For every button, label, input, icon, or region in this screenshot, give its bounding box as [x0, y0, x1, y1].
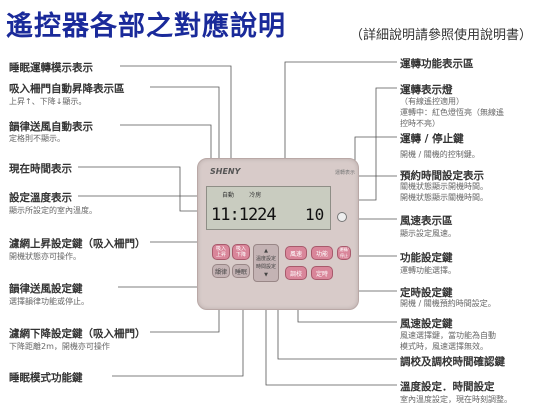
label-function-button: 功能設定鍵	[400, 252, 453, 264]
brand-logo: SHENY	[210, 167, 241, 176]
desc-fan-display: 顯示設定風速。	[400, 229, 456, 238]
desc-temp-time-setting: 室內溫度設定，現在時刻調整。	[400, 395, 512, 404]
label-filter-down-button: 濾網下降設定鍵（吸入柵門）	[9, 328, 146, 340]
label-louver-indicator: 吸入柵門自動昇降表示區	[9, 83, 125, 95]
label-swing-indicator: 韻律送風自動表示	[9, 121, 93, 133]
label-clock-display: 現在時間表示	[9, 163, 72, 175]
label-sleep-button: 睡眠模式功能鍵	[9, 372, 83, 384]
page-subtitle: （詳細說明請參照使用說明書）	[350, 28, 533, 43]
desc-filter-up-button: 開機狀態亦可操作。	[9, 252, 81, 261]
desc-power-button: 開機 / 關機的控制鍵。	[400, 150, 480, 159]
label-adjust-button: 調校及調校時間確認鍵	[400, 356, 505, 368]
label-power-button: 運轉 / 停止鍵	[400, 133, 464, 145]
label-swing-button: 韻律送風設定鍵	[9, 283, 83, 295]
label-temp-display: 設定溫度表示	[9, 192, 72, 204]
desc-timer-button: 開機 / 關機預約時間設定。	[400, 299, 496, 308]
lcd-temperature: 10	[305, 205, 325, 224]
lcd-screen	[206, 186, 331, 230]
label-temp-time-setting: 溫度設定．時間設定	[400, 381, 495, 393]
label-mode-display: 運轉功能表示區	[400, 58, 474, 70]
desc-function-button: 運轉功能選擇。	[400, 266, 456, 275]
page-title: 遙控器各部之對應說明	[6, 11, 286, 42]
desc-louver-indicator: 上昇↑、下降↓顯示。	[9, 97, 87, 106]
label-run-lamp: 運轉表示燈	[400, 84, 453, 96]
run-lamp-label: 運轉表示	[335, 170, 356, 176]
label-fan-button: 風速設定鍵	[400, 318, 453, 330]
label-fan-display: 風速表示區	[400, 215, 453, 227]
run-lamp-icon	[337, 212, 347, 222]
label-timer-button: 定時設定鍵	[400, 287, 453, 299]
filter-down-button[interactable]: 吸入 下降	[232, 244, 250, 260]
desc-temp-display: 顯示所設定的室內溫度。	[9, 206, 97, 215]
timer-button[interactable]: 定時	[311, 266, 333, 280]
remote-controller	[197, 158, 359, 310]
desc-fan-button: 風速選擇鍵，當功能為自動 模式時，風速選擇無效。	[400, 331, 496, 351]
label-sleep-mode-indicator: 睡眠運轉模示表示	[9, 62, 93, 74]
lcd-time: 11:1224	[211, 205, 277, 225]
adjust-button[interactable]: 調校	[285, 266, 307, 280]
swing-button[interactable]: 韻律	[212, 264, 230, 278]
filter-up-button[interactable]: 吸入 上昇	[212, 244, 230, 260]
function-button[interactable]: 功能	[311, 246, 333, 260]
sleep-button[interactable]: 睡眠	[232, 264, 250, 278]
lcd-mode-text: 自動 冷房	[222, 192, 262, 199]
label-timer-display: 預約時間設定表示	[400, 170, 484, 182]
temp-time-pad[interactable]: ▲ 溫度設定 時間設定 ▼	[253, 244, 279, 282]
desc-timer-display: 關機狀態顯示開機時間。 開機狀態顯示關機時間。	[400, 182, 488, 202]
desc-swing-button: 選擇韻律功能或停止。	[9, 297, 89, 306]
power-button[interactable]: 運轉/ 停止	[337, 246, 351, 260]
fan-button[interactable]: 風速	[285, 246, 307, 260]
desc-run-lamp: （有線遙控適用） 運轉中：紅色燈恆亮（無線遙 控時不亮）	[400, 97, 504, 128]
label-filter-up-button: 濾網上昇設定鍵（吸入柵門）	[9, 238, 146, 250]
desc-swing-indicator: 定格則不顯示。	[9, 134, 65, 143]
desc-filter-down-button: 下降距離2m，開機亦可操作	[9, 342, 110, 351]
